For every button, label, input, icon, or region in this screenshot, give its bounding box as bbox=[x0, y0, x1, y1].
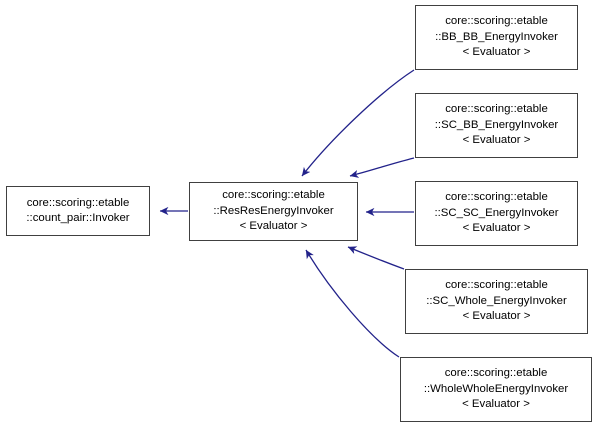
node-res-res-energy-invoker[interactable]: core::scoring::etable ::ResResEnergyInvo… bbox=[189, 182, 358, 241]
edge-sc-whole-to-res bbox=[347, 246, 405, 270]
node-label-line: < Evaluator > bbox=[462, 222, 531, 235]
node-label-line: ::SC_BB_EnergyInvoker bbox=[434, 118, 559, 131]
node-label-line: core::scoring::etable bbox=[445, 191, 548, 204]
node-sc-sc-energy-invoker[interactable]: core::scoring::etable ::SC_SC_EnergyInvo… bbox=[415, 181, 578, 246]
node-label-line: core::scoring::etable bbox=[445, 279, 548, 292]
node-label-line: < Evaluator > bbox=[462, 398, 530, 411]
node-count-pair-invoker[interactable]: core::scoring::etable ::count_pair::Invo… bbox=[6, 186, 150, 236]
node-label-line: ::SC_Whole_EnergyInvoker bbox=[426, 294, 567, 307]
node-label-line: core::scoring::etable bbox=[222, 189, 325, 202]
edge-bb-bb-to-res bbox=[301, 69, 415, 177]
node-whole-whole-energy-invoker[interactable]: core::scoring::etable ::WholeWholeEnergy… bbox=[400, 357, 592, 422]
node-label-line: core::scoring::etable bbox=[445, 15, 548, 28]
node-label-line: < Evaluator > bbox=[462, 46, 531, 59]
node-label-line: ::ResResEnergyInvoker bbox=[213, 204, 334, 217]
node-label-line: ::SC_SC_EnergyInvoker bbox=[434, 206, 559, 219]
node-label-line: < Evaluator > bbox=[462, 310, 531, 323]
node-label-line: core::scoring::etable bbox=[26, 196, 130, 209]
node-label-line: ::WholeWholeEnergyInvoker bbox=[423, 382, 569, 395]
node-sc-whole-energy-invoker[interactable]: core::scoring::etable ::SC_Whole_EnergyI… bbox=[405, 269, 588, 334]
node-label-line: < Evaluator > bbox=[239, 220, 308, 233]
node-label-line: ::count_pair::Invoker bbox=[26, 212, 130, 224]
node-bb-bb-energy-invoker[interactable]: core::scoring::etable ::BB_BB_EnergyInvo… bbox=[415, 5, 578, 70]
node-label-line: core::scoring::etable bbox=[444, 367, 548, 380]
node-label-line: core::scoring::etable bbox=[445, 103, 548, 116]
edge-whole-whole-to-res bbox=[305, 249, 400, 358]
edge-sc-bb-to-res bbox=[349, 157, 415, 178]
node-label-line: < Evaluator > bbox=[462, 134, 531, 147]
node-label-line: ::BB_BB_EnergyInvoker bbox=[435, 30, 558, 43]
node-sc-bb-energy-invoker[interactable]: core::scoring::etable ::SC_BB_EnergyInvo… bbox=[415, 93, 578, 158]
